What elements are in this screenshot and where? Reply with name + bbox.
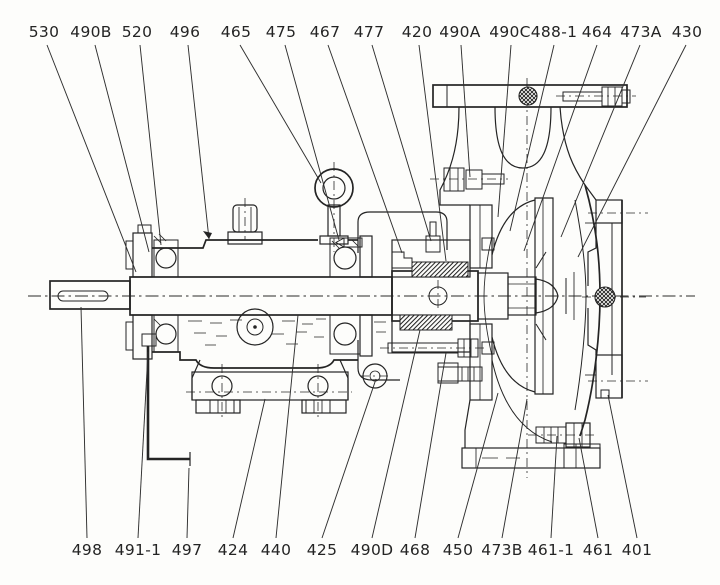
part-labels: 530 490B 520 496 465 475 467 477 420 490… — [29, 23, 703, 559]
stuffing-box-gland — [362, 221, 483, 389]
constant-level-oiler — [236, 308, 274, 346]
part-label-475: 475 — [266, 23, 297, 41]
part-label-490B: 490B — [70, 23, 111, 41]
part-label-467: 467 — [310, 23, 341, 41]
leader-468 — [414, 352, 447, 539]
leader-461 — [578, 437, 599, 539]
part-label-498: 498 — [72, 541, 103, 559]
part-label-430: 430 — [672, 23, 703, 41]
casing-drain-plug — [535, 422, 591, 448]
cover-bolt — [137, 224, 152, 234]
part-label-490C: 490C — [489, 23, 531, 41]
leader-497 — [186, 467, 190, 539]
part-label-488-1: 488-1 — [531, 23, 578, 41]
part-label-490D: 490D — [351, 541, 394, 559]
part-label-464: 464 — [582, 23, 613, 41]
leader-473A — [560, 44, 641, 238]
leader-477 — [371, 44, 432, 242]
part-label-461-1: 461-1 — [528, 541, 575, 559]
discharge-throat — [494, 106, 552, 169]
bracket-bolt — [362, 363, 388, 389]
leader-490C — [497, 44, 512, 218]
part-label-490A: 490A — [439, 23, 480, 41]
part-label-450: 450 — [443, 541, 474, 559]
part-label-401: 401 — [622, 541, 653, 559]
leader-488-1 — [509, 44, 555, 232]
part-label-496: 496 — [170, 23, 201, 41]
leader-461-1 — [550, 435, 558, 539]
leader-lines — [46, 44, 687, 539]
left-bearing — [125, 224, 179, 360]
casing-cover — [443, 167, 505, 401]
leader-425 — [321, 378, 377, 539]
ball-bearing — [155, 247, 177, 269]
leader-464 — [523, 44, 598, 252]
part-label-530: 530 — [29, 23, 60, 41]
leader-440 — [275, 314, 299, 539]
flange-top-lug — [595, 199, 623, 224]
part-label-424: 424 — [218, 541, 249, 559]
part-label-473B: 473B — [481, 541, 522, 559]
leader-467 — [327, 44, 403, 254]
leader-475 — [284, 44, 340, 241]
casing-stud-nut — [443, 167, 465, 192]
lifting-eyebolt — [314, 168, 354, 245]
leader-490A — [460, 44, 471, 178]
part-label-477: 477 — [354, 23, 385, 41]
flange-bolt-hole — [594, 286, 616, 308]
shaft-key — [57, 290, 109, 302]
foot-bolt — [211, 375, 233, 397]
leader-450 — [457, 392, 499, 539]
leader-401 — [607, 394, 638, 539]
leader-490D — [371, 329, 421, 539]
front-shroud — [491, 199, 536, 256]
packing — [411, 261, 469, 278]
oil-drain-pipe — [141, 333, 191, 466]
discharge-flange — [432, 84, 631, 206]
leader-430 — [577, 44, 687, 258]
impeller — [483, 197, 554, 395]
part-label-420: 420 — [402, 23, 433, 41]
flange-bolt-hole — [518, 86, 538, 106]
support-foot — [191, 359, 349, 414]
wear-ring — [481, 237, 495, 251]
part-label-465: 465 — [221, 23, 252, 41]
part-label-491-1: 491-1 — [115, 541, 162, 559]
leader-498 — [80, 306, 88, 539]
part-label-520: 520 — [122, 23, 153, 41]
leader-520 — [139, 44, 162, 246]
part-label-468: 468 — [400, 541, 431, 559]
rear-shroud — [534, 197, 554, 395]
part-label-473A: 473A — [620, 23, 661, 41]
leader-491-1 — [137, 351, 149, 539]
gland-stud-nut — [425, 235, 441, 253]
leader-424 — [232, 398, 266, 539]
leader-496 — [187, 44, 210, 240]
part-label-461: 461 — [583, 541, 614, 559]
bearing-housing — [152, 204, 386, 369]
leader-490B — [94, 44, 150, 253]
part-label-425: 425 — [307, 541, 338, 559]
flange-stud — [562, 91, 603, 102]
part-label-497: 497 — [172, 541, 203, 559]
leader-473B — [501, 398, 528, 539]
leader-496-arrowhead — [203, 231, 212, 239]
rear-mounting-flange — [585, 199, 623, 399]
deflector — [391, 251, 413, 269]
oil-filler-plug — [232, 204, 258, 233]
sleeve-pin — [428, 286, 448, 306]
leader-465 — [239, 44, 322, 184]
leader-420 — [418, 44, 447, 262]
part-label-440: 440 — [261, 541, 292, 559]
grease-fitting — [343, 237, 363, 248]
leader-530 — [46, 44, 137, 273]
